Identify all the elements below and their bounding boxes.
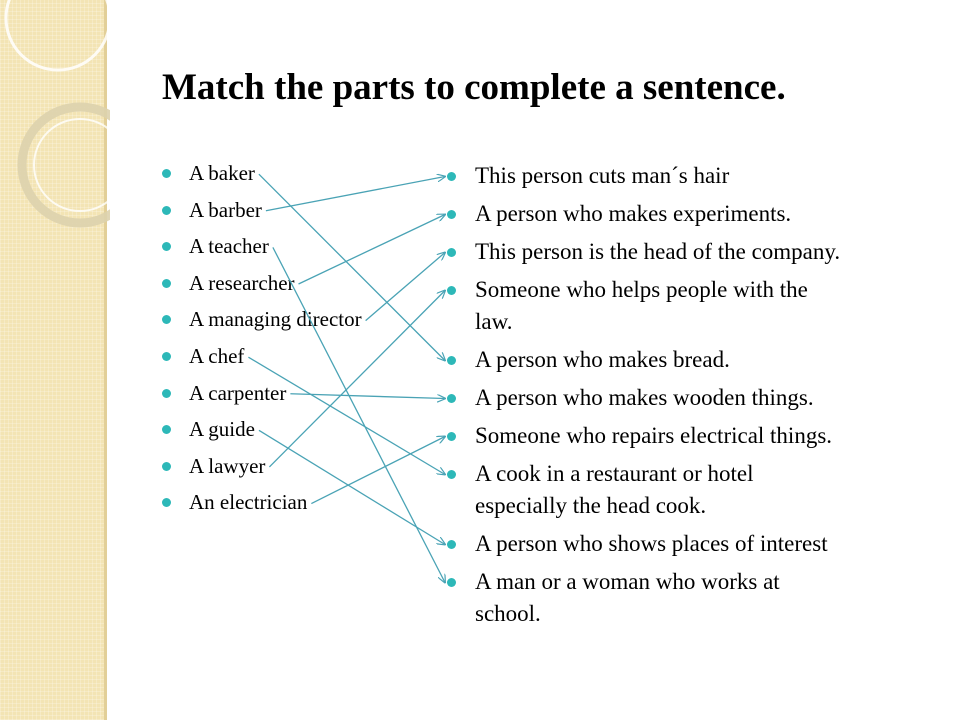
definition-line: This person is the head of the company. <box>475 239 841 264</box>
definition-line: A cook in a restaurant or hotel <box>475 461 754 486</box>
professions-list: A baker A barber A teacher A researcher A ma… <box>162 158 362 524</box>
bullet-icon <box>447 248 456 257</box>
profession-item: A teacher <box>162 231 362 268</box>
definition-item: A person who makes experiments. <box>446 198 926 230</box>
decorative-rings <box>4 0 110 228</box>
profession-item: A carpenter <box>162 378 362 415</box>
bullet-icon <box>447 356 456 365</box>
bullet-icon <box>447 540 456 549</box>
definition-text: Someone who repairs electrical things. <box>475 420 832 452</box>
definition-line: Someone who repairs electrical things. <box>475 423 833 448</box>
definition-item: This person cuts man´s hair <box>446 160 926 192</box>
definition-line: This person cuts man´s hair <box>475 163 730 188</box>
definition-item: A cook in a restaurant or hotel especiall… <box>446 458 926 522</box>
profession-label: A chef <box>189 343 245 368</box>
profession-label: An electrician <box>189 490 308 515</box>
profession-label: A lawyer <box>189 453 266 478</box>
bullet-icon <box>162 388 171 398</box>
bullet-icon <box>162 278 171 288</box>
definition-item: A man or a woman who works at school. <box>446 566 926 630</box>
bullet-icon <box>447 470 456 479</box>
definition-text: A person who makes bread. <box>475 344 730 376</box>
bullet-icon <box>447 394 456 403</box>
bullet-icon <box>162 315 171 325</box>
profession-label: A guide <box>189 417 255 442</box>
profession-item: An electrician <box>162 487 362 524</box>
bullet-icon <box>447 432 456 441</box>
profession-label: A baker <box>189 161 255 185</box>
profession-item: A researcher <box>162 268 362 305</box>
definition-line: law. <box>475 309 513 334</box>
definition-item: A person who shows places of interest <box>446 528 926 560</box>
bullet-icon <box>447 286 456 295</box>
profession-item: A barber <box>162 195 362 232</box>
bullet-icon <box>162 205 171 215</box>
side-band-edge <box>104 0 107 720</box>
bullet-icon <box>447 578 456 587</box>
bullet-icon <box>162 461 171 471</box>
bullet-icon <box>162 169 171 178</box>
definition-item: Someone who helps people with the law. <box>446 274 926 338</box>
definition-line: A person who makes experiments. <box>475 201 792 226</box>
definition-item: A person who makes bread. <box>446 344 926 376</box>
slide-title: Match the parts to complete a sentence. <box>162 67 786 108</box>
definition-line: A person who makes bread. <box>475 347 730 372</box>
definition-text: A person who shows places of interest <box>475 528 828 560</box>
definition-item: Someone who repairs electrical things. <box>446 420 926 452</box>
definition-text: A person who makes experiments. <box>475 198 791 230</box>
profession-item: A guide <box>162 414 362 451</box>
match-arrow <box>365 253 445 322</box>
profession-item: A chef <box>162 341 362 378</box>
profession-label: A managing director <box>189 307 362 332</box>
profession-item: A lawyer <box>162 451 362 488</box>
profession-label: A barber <box>189 197 262 222</box>
profession-item: A managing director <box>162 304 362 341</box>
profession-label: A carpenter <box>189 380 287 405</box>
definitions-list: This person cuts man´s hair A person who … <box>446 160 926 636</box>
definition-text: A man or a woman who works at school. <box>475 566 780 630</box>
bullet-icon <box>447 172 456 181</box>
definition-line: especially the head cook. <box>475 493 707 518</box>
bullet-icon <box>162 242 171 252</box>
definition-line: school. <box>475 601 541 626</box>
definition-text: This person is the head of the company. <box>475 236 840 268</box>
definition-text: This person cuts man´s hair <box>475 160 729 192</box>
definition-text: A person who makes wooden things. <box>475 382 814 414</box>
definition-item: This person is the head of the company. <box>446 236 926 268</box>
bullet-icon <box>447 210 456 219</box>
definition-item: A person who makes wooden things. <box>446 382 926 414</box>
definition-line: A person who makes wooden things. <box>475 385 814 410</box>
profession-item: A baker <box>162 158 362 195</box>
bullet-icon <box>162 498 171 508</box>
definition-text: Someone who helps people with the law. <box>475 274 808 338</box>
definition-line: Someone who helps people with the <box>475 277 808 302</box>
profession-label: A teacher <box>189 234 269 259</box>
bullet-icon <box>162 351 171 361</box>
definition-line: A man or a woman who works at <box>475 569 780 594</box>
profession-label: A researcher <box>189 270 295 295</box>
definition-line: A person who shows places of interest <box>475 531 828 556</box>
bullet-icon <box>162 425 171 435</box>
definition-text: A cook in a restaurant or hotel especiall… <box>475 458 753 522</box>
